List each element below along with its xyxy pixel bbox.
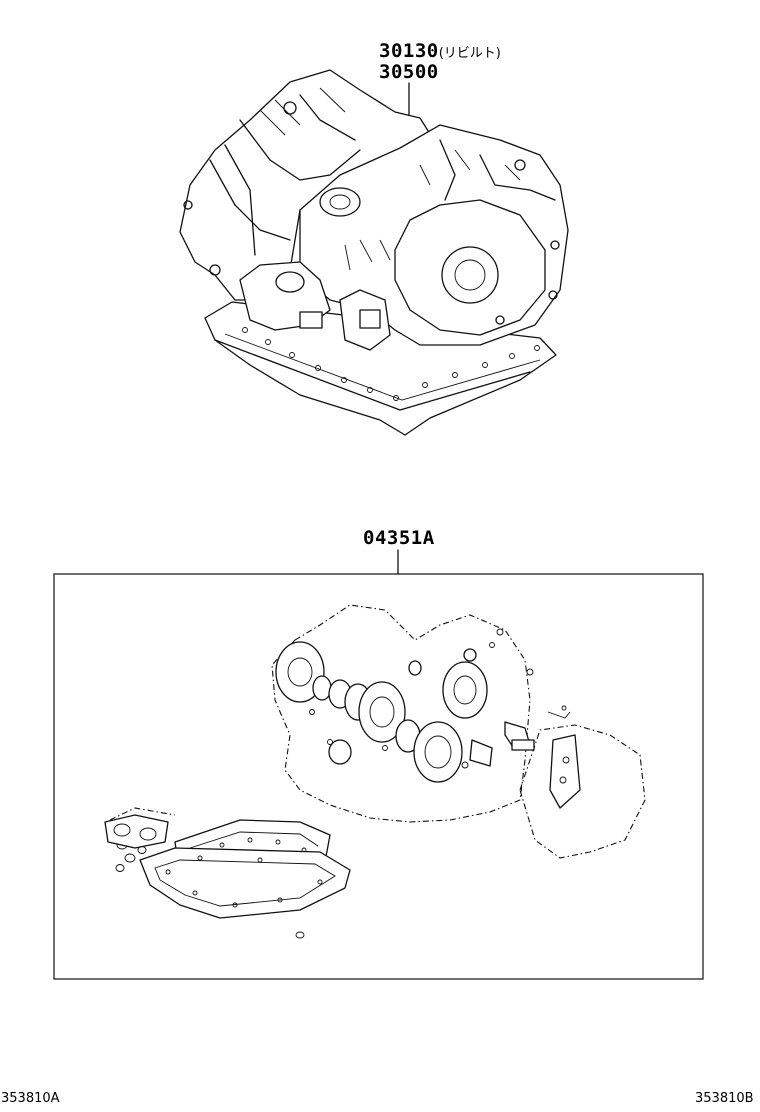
part-number-30500[interactable]: 30500 — [379, 61, 439, 83]
oil-pan-gasket — [139, 847, 351, 919]
rebuilt-note: (リビルト) — [438, 46, 501, 61]
part-number-04351a-text: 04351A — [363, 527, 435, 549]
transmission-assembly — [179, 69, 569, 436]
part-number-30130-text: 30130 — [379, 40, 439, 62]
seal-rings — [275, 628, 534, 783]
part-number-04351a[interactable]: 04351A — [363, 527, 435, 549]
overhaul-kit-frame — [53, 573, 704, 980]
overhaul-kit-group — [53, 549, 704, 980]
part-number-30130[interactable]: 30130(リビルト) — [379, 40, 501, 62]
reference-code-left: 353810A — [1, 1091, 60, 1106]
phantom-case-outline — [271, 604, 531, 823]
gasket-plate — [104, 814, 169, 849]
reference-code-right: 353810B — [695, 1091, 754, 1106]
part-number-30500-text: 30500 — [379, 61, 439, 83]
